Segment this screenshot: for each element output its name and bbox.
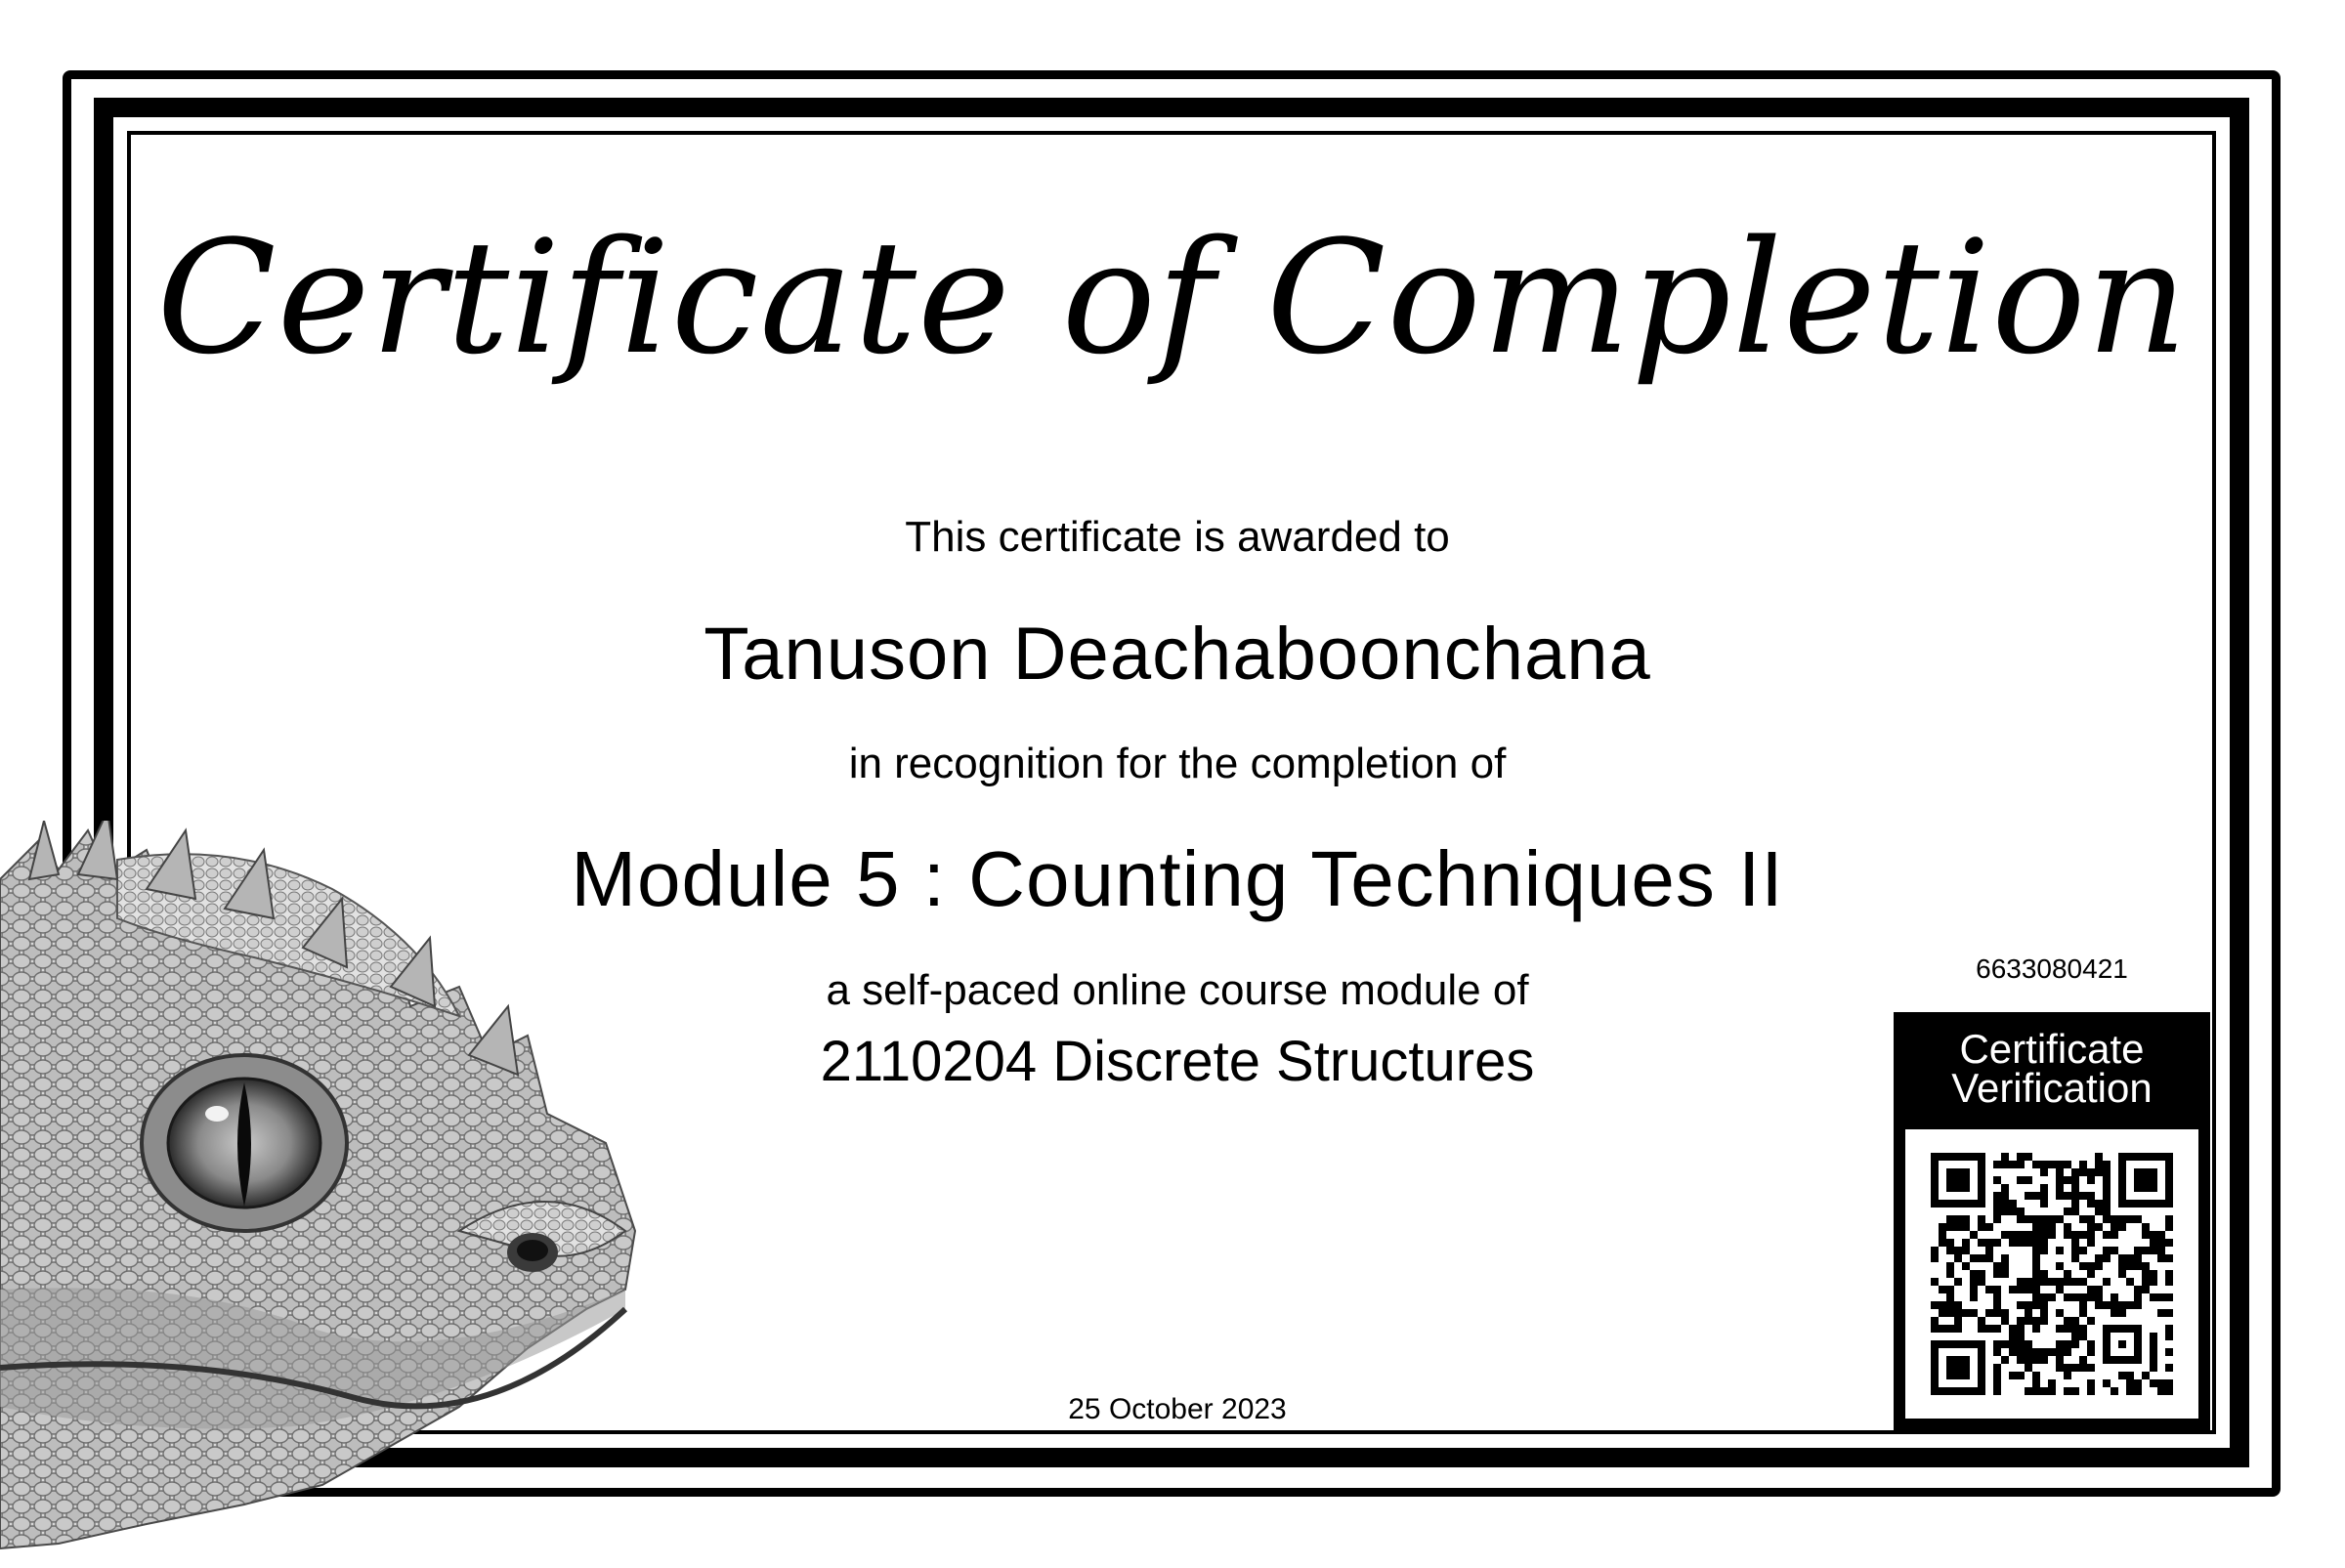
recipient-name: Tanuson Deachaboonchana — [704, 613, 1651, 696]
recognition-text: in recognition for the completion of — [848, 740, 1507, 787]
course-name: 2110204 Discrete Structures — [820, 1030, 1535, 1093]
course-intro: a self-paced online course module of — [826, 966, 1529, 1014]
verification-label: Certificate Verification — [1894, 1012, 2210, 1111]
lizard-head-icon — [0, 807, 637, 1550]
certificate-title: Certificate of Completion — [156, 206, 2189, 389]
verification-panel[interactable]: Certificate Verification — [1894, 1012, 2210, 1432]
verification-label-line1: Certificate — [1959, 1026, 2145, 1072]
outer-border — [63, 70, 2281, 1497]
verification-label-line2: Verification — [1951, 1065, 2153, 1111]
issue-date: 25 October 2023 — [1068, 1393, 1287, 1425]
module-title: Module 5 : Counting Techniques II — [571, 835, 1784, 922]
lizard-illustration — [0, 807, 704, 1563]
inner-thin-border — [127, 131, 2216, 1434]
qr-code-icon — [1931, 1153, 2173, 1395]
awarded-text: This certificate is awarded to — [905, 513, 1450, 561]
certificate-id: 6633080421 — [1976, 954, 2128, 984]
inner-border — [94, 98, 2249, 1467]
qr-code[interactable] — [1905, 1129, 2198, 1419]
